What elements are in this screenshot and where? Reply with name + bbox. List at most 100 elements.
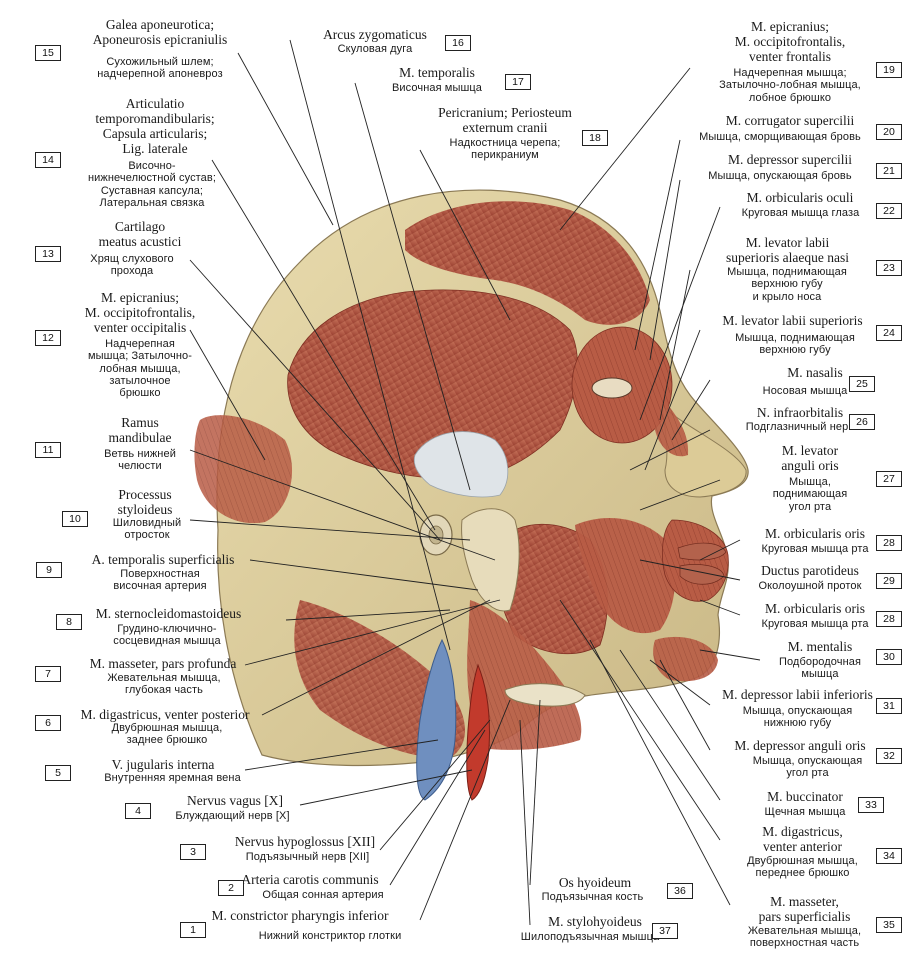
label-latin: M. constrictor pharyngis inferior [211,908,389,923]
label-number-box: 24 [876,325,902,341]
label-number-box: 7 [35,666,61,682]
label-number-box: 5 [45,765,71,781]
label-latin: M. nasalis [787,365,843,380]
label-russian: Скуловая дуга [337,43,413,55]
label-latin: Arteria carotis communis [241,872,379,887]
label-latin: M. levator anguli oris [781,443,839,474]
label-latin: M. orbicularis oris [764,526,866,541]
label-russian: Шилоподъязычная мышца [520,931,660,943]
label-latin: Articulatio temporomandibularis; Capsula… [95,96,215,157]
label-latin: M. corrugator supercilii [725,113,855,128]
jugular-vein [416,638,457,801]
label-latin: Nervus hypoglossus [XII] [234,834,376,849]
label-russian: Мышца, поднимающая угол рта [772,476,848,513]
label-latin: M. depressor supercilii [727,152,853,167]
label-latin: A. temporalis superficialis [91,552,235,567]
label-latin: Ramus mandibulae [108,415,172,446]
label-number-box: 9 [36,562,62,578]
eye [591,377,633,399]
neck-muscles [467,600,582,750]
label-number-box: 20 [876,124,902,140]
label-russian: Околоушной проток [758,580,862,592]
label-number-box: 26 [849,414,875,430]
label-latin: M. buccinator [767,789,843,804]
label-latin: M. digastricus, venter posterior [80,707,250,722]
label-latin: N. infraorbitalis [756,405,844,420]
label-latin: Galea aponeurotica; Aponeurosis epicrani… [92,17,228,48]
label-russian: Височная мышца [391,82,483,94]
label-number-box: 6 [35,715,61,731]
label-russian: Блуждающий нерв [X] [175,810,290,822]
label-latin: M. sternocleidomastoideus [95,606,242,621]
label-number-box: 28 [876,535,902,551]
label-latin: M. masseter, pars profunda [89,656,237,671]
label-latin: M. levator labii superioris [722,313,863,328]
label-latin: Nervus vagus [X] [187,793,283,808]
label-number-box: 25 [849,376,875,392]
label-latin: M. masseter, pars superficialis [758,894,851,925]
label-russian: Подглазничный нерв [745,421,855,433]
label-number-box: 32 [876,748,902,764]
label-latin: Os hyoideum [558,875,632,890]
label-russian: Внутренняя яремная вена [104,772,241,784]
label-number-box: 3 [180,844,206,860]
label-number-box: 18 [582,130,608,146]
label-russian: Мышца, поднимающая верхнюю губу [735,332,855,357]
label-number-box: 12 [35,330,61,346]
label-russian: Мышца, сморщивающая бровь [699,131,861,143]
temporal-tendon [413,431,509,498]
label-latin: M. epicranius; M. occipitofrontalis, ven… [84,290,196,336]
label-latin: M. orbicularis oris [764,601,866,616]
label-number-box: 21 [876,163,902,179]
label-number-box: 17 [505,74,531,90]
label-number-box: 30 [876,649,902,665]
label-number-box: 19 [876,62,902,78]
label-latin: Pericranium; Periosteum externum cranii [438,105,572,136]
label-russian: Жевательная мышца, глубокая часть [107,672,221,697]
label-latin: Cartilago meatus acustici [98,219,182,250]
label-russian: Носовая мышца [762,385,848,397]
label-latin: M. stylohyoideus [548,914,642,929]
label-latin: M. depressor anguli oris [734,738,866,753]
label-latin: V. jugularis interna [111,757,215,772]
label-russian: Нижний констриктор глотки [258,930,402,942]
label-latin: Processus styloideus [117,487,173,518]
carotid-artery [466,663,490,801]
label-latin: Arcus zygomaticus [323,27,427,42]
hyoid-bone [504,683,586,707]
label-number-box: 33 [858,797,884,813]
label-russian: Ветвь нижней челюсти [104,448,176,473]
label-number-box: 28 [876,611,902,627]
label-number-box: 4 [125,803,151,819]
label-number-box: 29 [876,573,902,589]
label-russian: Шиловидный отросток [112,517,182,542]
label-russian: Круговая мышца рта [761,543,869,555]
label-russian: Двубрюшная мышца, переднее брюшко [747,855,858,880]
label-russian: Грудино-ключично- сосцевидная мышца [113,623,221,648]
label-russian: Надкостница черепа; перикраниум [449,137,561,162]
label-number-box: 36 [667,883,693,899]
label-number-box: 15 [35,45,61,61]
label-latin: M. orbicularis oculi [746,190,854,205]
label-number-box: 14 [35,152,61,168]
label-number-box: 27 [876,471,902,487]
label-latin: M. temporalis [399,65,475,80]
label-russian: Подъязычный нерв [XII] [245,851,370,863]
label-number-box: 10 [62,511,88,527]
temporalis-muscle [287,289,578,480]
label-number-box: 2 [218,880,244,896]
label-russian: Поверхностная височная артерия [113,568,207,593]
mandible-ramus [461,508,520,612]
label-number-box: 13 [35,246,61,262]
label-number-box: 31 [876,698,902,714]
buccinator-muscle [575,517,676,634]
label-russian: Мышца, опускающая нижнюю губу [742,705,853,730]
label-russian: Мышца, поднимающая верхнюю губу и крыло … [727,266,847,303]
label-number-box: 8 [56,614,82,630]
frontalis-muscle [405,201,650,325]
label-russian: Двубрюшная мышца, заднее брюшко [111,722,223,747]
label-russian: Височно- нижнечелюстной сустав; Суставна… [88,160,216,209]
label-russian: Круговая мышца глаза [741,207,860,219]
label-number-box: 35 [876,917,902,933]
